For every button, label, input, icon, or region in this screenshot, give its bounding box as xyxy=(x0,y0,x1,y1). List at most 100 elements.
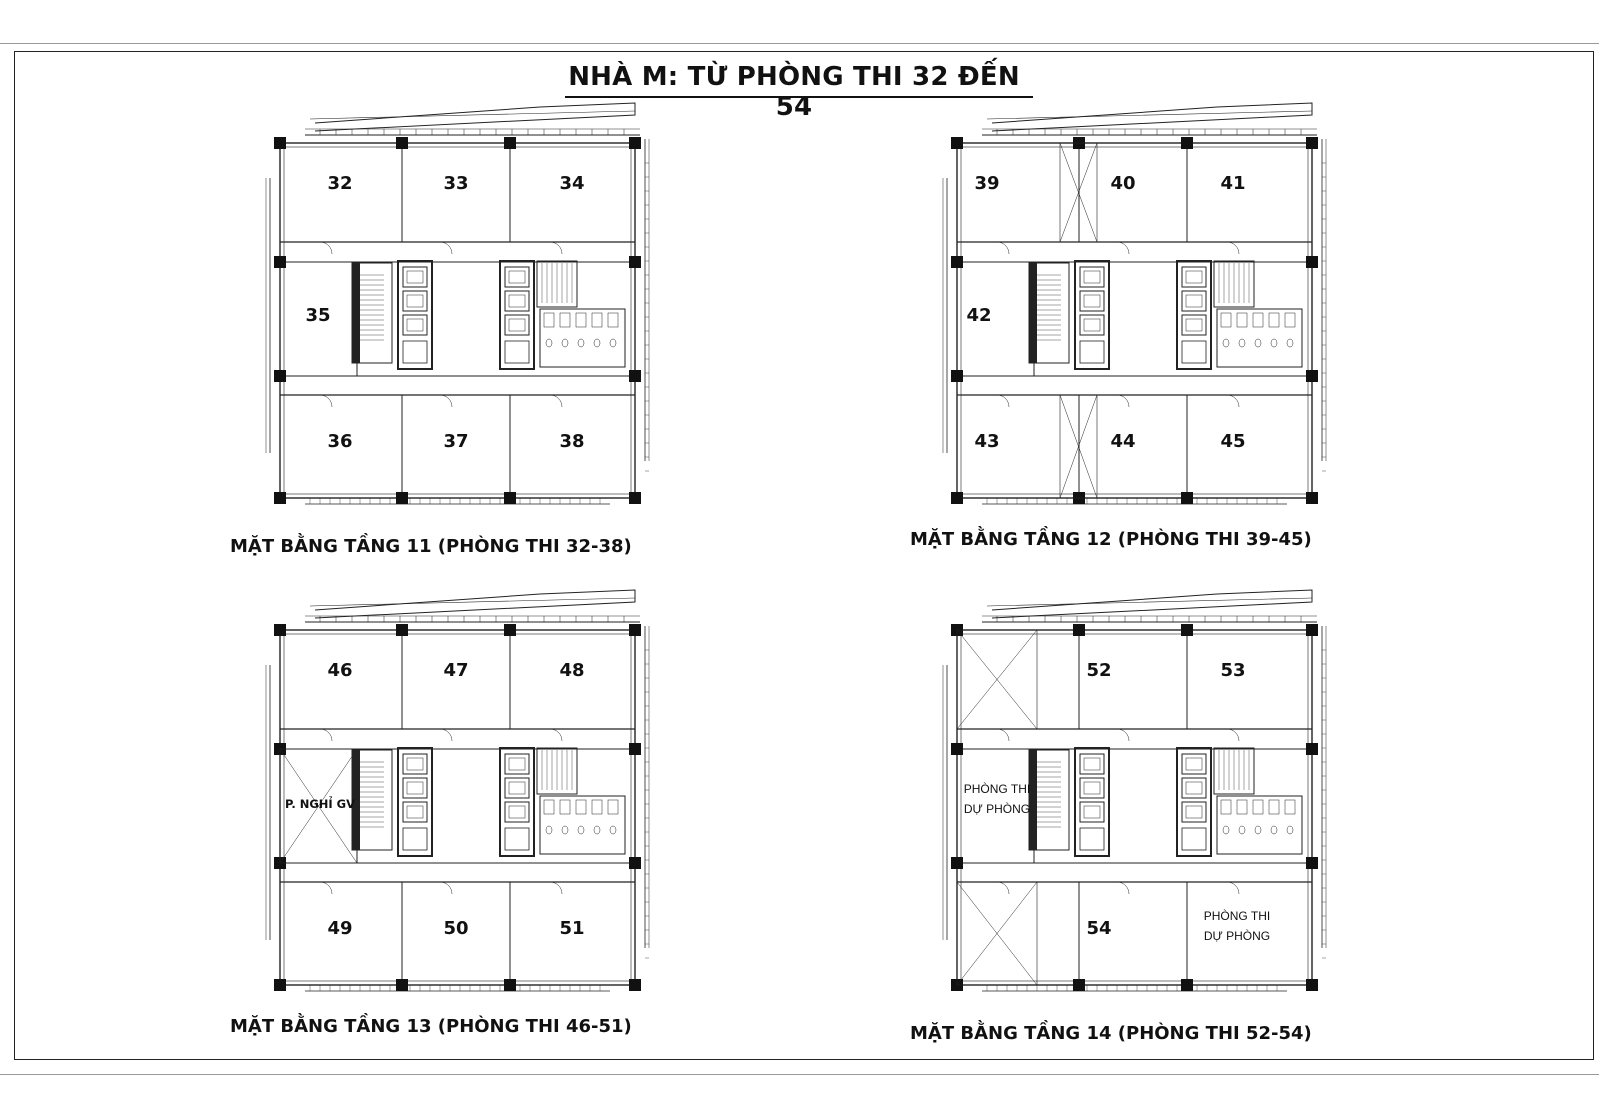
staff-room-hatch xyxy=(279,748,358,864)
lift-car xyxy=(1185,781,1203,795)
plan-caption-floor-12: MẶT BẰNG TẦNG 12 (PHÒNG THI 39-45) xyxy=(910,529,1312,550)
void-hatch xyxy=(956,629,1038,730)
structural-column xyxy=(629,137,641,149)
void-hatch-diagonal xyxy=(956,629,1038,730)
room-number-label: 48 xyxy=(559,660,584,681)
lift-car xyxy=(406,270,424,284)
structural-column xyxy=(951,256,963,268)
structural-column xyxy=(396,979,408,991)
toilet-stall xyxy=(1252,799,1264,815)
structural-column xyxy=(951,137,963,149)
lift-shaft xyxy=(504,314,530,336)
room-number-label: 53 xyxy=(1220,660,1245,681)
service-shaft xyxy=(1079,827,1105,851)
toilet-fixture xyxy=(1238,338,1246,348)
room-number-label: 42 xyxy=(966,305,991,326)
toilet-fixture xyxy=(593,825,601,835)
room-number-label: P. NGHỈ GV xyxy=(285,795,355,811)
room-number-label: 33 xyxy=(443,173,468,194)
roof-line xyxy=(309,597,636,607)
lift-car xyxy=(1083,270,1101,284)
structural-column xyxy=(504,492,516,504)
structural-column xyxy=(1181,624,1193,636)
lift-core xyxy=(499,260,535,370)
lift-shaft xyxy=(402,290,428,312)
structural-column xyxy=(1073,979,1085,991)
toilet-fixture xyxy=(609,825,617,835)
lift-shaft xyxy=(1181,753,1207,775)
toilet-stall xyxy=(1236,799,1248,815)
structural-column xyxy=(1306,624,1318,636)
roof-line xyxy=(986,110,1313,120)
door-swing xyxy=(549,394,563,408)
toilet-stall xyxy=(1284,799,1296,815)
structural-column xyxy=(1181,979,1193,991)
room-number-label: 35 xyxy=(305,305,330,326)
toilet-stall xyxy=(1284,312,1296,328)
structural-column xyxy=(1306,743,1318,755)
service-shaft xyxy=(504,827,530,851)
lift-car xyxy=(508,294,526,308)
outer-wall-inner xyxy=(283,146,632,495)
void-hatch xyxy=(956,881,1038,986)
lift-shaft xyxy=(402,753,428,775)
door-swing xyxy=(319,241,333,255)
reserve-room-label-line2: DỰ PHÒNG xyxy=(964,801,1030,816)
room-number-label: 45 xyxy=(1220,431,1245,452)
door-swing xyxy=(996,881,1010,895)
room-number-label: 51 xyxy=(559,918,584,939)
room-number-label: 43 xyxy=(974,431,999,452)
lift-shaft xyxy=(1079,266,1105,288)
structural-column xyxy=(504,979,516,991)
toilet-fixture xyxy=(609,338,617,348)
void-hatch xyxy=(1059,394,1098,499)
structural-column xyxy=(951,857,963,869)
lift-shaft xyxy=(402,777,428,799)
toilet-stall xyxy=(1220,312,1232,328)
structural-column xyxy=(1306,857,1318,869)
toilet-fixture xyxy=(1238,825,1246,835)
toilet-stall xyxy=(575,799,587,815)
room-number-label: 37 xyxy=(443,431,468,452)
plan-caption-floor-11: MẶT BẰNG TẦNG 11 (PHÒNG THI 32-38) xyxy=(230,536,632,557)
toilet-fixture xyxy=(1222,825,1230,835)
stair-wall xyxy=(352,750,360,850)
lift-shaft xyxy=(402,266,428,288)
door-swing xyxy=(319,728,333,742)
stair-right xyxy=(1213,260,1255,308)
door-swing xyxy=(439,394,453,408)
roof-canopy xyxy=(991,589,1313,619)
lift-car xyxy=(508,757,526,771)
outer-wall xyxy=(279,142,636,499)
structural-column xyxy=(396,492,408,504)
door-swing xyxy=(549,728,563,742)
structural-column xyxy=(1306,979,1318,991)
toilet-fixture xyxy=(1286,825,1294,835)
room-number-label: 40 xyxy=(1110,173,1135,194)
lift-car xyxy=(406,318,424,332)
lift-car xyxy=(1185,757,1203,771)
room-number-label: 38 xyxy=(559,431,584,452)
room-number-label: 34 xyxy=(559,173,584,194)
sheet-inner-border xyxy=(14,51,1594,1060)
lift-shaft xyxy=(504,753,530,775)
structural-column xyxy=(629,624,641,636)
void-hatch xyxy=(1059,142,1098,243)
toilet-fixture xyxy=(1254,338,1262,348)
door-swing xyxy=(439,881,453,895)
lift-car xyxy=(508,781,526,795)
toilet-stall xyxy=(1268,312,1280,328)
room-number-label: 41 xyxy=(1220,173,1245,194)
structural-column xyxy=(274,256,286,268)
lift-shaft xyxy=(402,801,428,823)
toilet-stall xyxy=(591,799,603,815)
room-number-label: 36 xyxy=(327,431,352,452)
toilet-stall xyxy=(607,312,619,328)
structural-column xyxy=(504,624,516,636)
room-number-label: 49 xyxy=(327,918,352,939)
lift-shaft xyxy=(1079,753,1105,775)
toilet-block xyxy=(539,795,626,855)
sheet-title-underline xyxy=(565,96,1033,98)
